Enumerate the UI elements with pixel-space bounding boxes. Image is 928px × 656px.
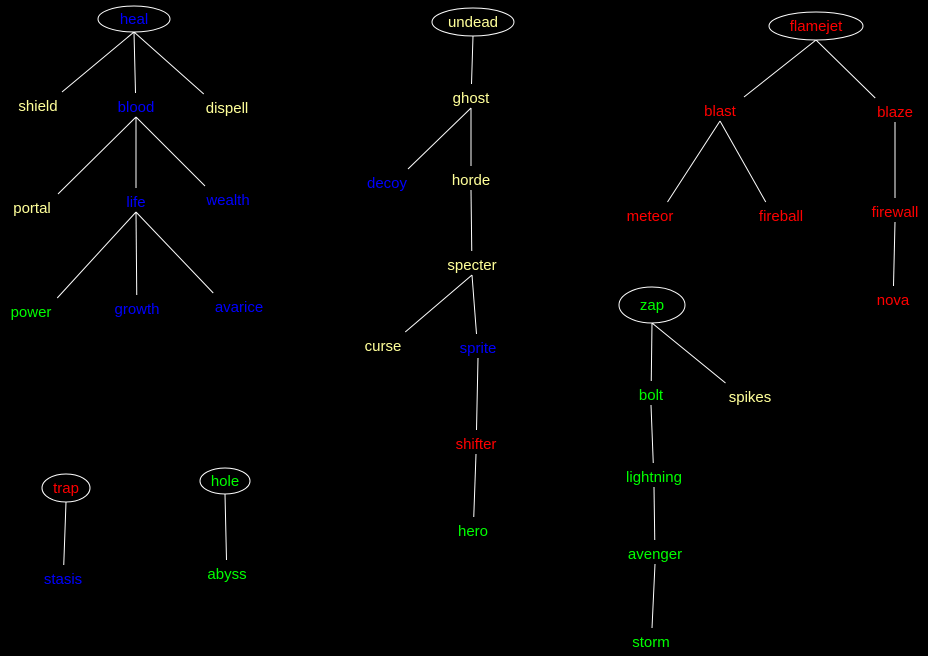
- node-nova: nova: [877, 292, 910, 309]
- node-flamejet: flamejet: [790, 18, 843, 35]
- node-life: life: [126, 194, 145, 211]
- edge-shifter-hero: [473, 453, 477, 518]
- edge-undead-ghost: [471, 35, 474, 85]
- edge-life-avarice: [135, 211, 214, 294]
- root-ellipse-zap: [618, 286, 686, 324]
- node-storm: storm: [632, 634, 670, 651]
- node-meteor: meteor: [627, 208, 674, 225]
- edge-life-power: [56, 211, 137, 299]
- edge-heal-shield: [61, 31, 135, 93]
- node-undead: undead: [448, 14, 498, 31]
- node-hole: hole: [211, 473, 239, 490]
- edge-trap-stasis: [63, 501, 67, 566]
- root-ellipse-undead: [431, 7, 515, 37]
- edge-heal-blood: [133, 31, 136, 94]
- node-blood: blood: [118, 99, 155, 116]
- root-ellipse-hole: [199, 467, 251, 495]
- root-ellipse-flamejet: [768, 11, 864, 41]
- node-abyss: abyss: [207, 566, 246, 583]
- node-ghost: ghost: [453, 90, 491, 107]
- edge-lightning-avenger: [653, 486, 656, 541]
- node-curse: curse: [365, 338, 402, 355]
- edge-heal-dispell: [133, 31, 205, 95]
- edge-hole-abyss: [224, 493, 227, 561]
- edge-blast-fireball: [719, 120, 767, 203]
- root-ellipse-heal: [97, 5, 171, 33]
- node-power: power: [11, 304, 52, 321]
- node-shield: shield: [18, 98, 57, 115]
- edge-blood-wealth: [135, 116, 206, 187]
- node-bolt: bolt: [639, 387, 664, 404]
- edge-specter-sprite: [471, 274, 477, 335]
- node-decoy: decoy: [367, 175, 408, 192]
- node-avarice: avarice: [215, 299, 263, 316]
- edge-ghost-decoy: [407, 107, 472, 170]
- edge-specter-curse: [404, 274, 473, 333]
- edge-flamejet-blast: [743, 39, 817, 98]
- node-growth: growth: [114, 301, 159, 318]
- edge-flamejet-blaze: [815, 39, 876, 99]
- node-firewall: firewall: [872, 204, 919, 221]
- node-hero: hero: [458, 523, 488, 540]
- node-zap: zap: [640, 297, 664, 314]
- node-blaze: blaze: [877, 104, 913, 121]
- edge-zap-spikes: [651, 322, 726, 384]
- edge-life-growth: [135, 211, 138, 296]
- node-trap: trap: [53, 480, 79, 497]
- edge-zap-bolt: [650, 322, 653, 382]
- node-dispell: dispell: [206, 100, 249, 117]
- edge-blood-portal: [57, 116, 137, 195]
- node-wealth: wealth: [205, 192, 249, 209]
- edge-avenger-storm: [651, 563, 656, 629]
- node-horde: horde: [452, 172, 490, 189]
- edge-bolt-lightning: [650, 404, 654, 464]
- node-shifter: shifter: [456, 436, 497, 453]
- node-avenger: avenger: [628, 546, 682, 563]
- edge-blast-meteor: [667, 120, 721, 203]
- node-portal: portal: [13, 200, 51, 217]
- node-sprite: sprite: [460, 340, 497, 357]
- node-spikes: spikes: [729, 389, 772, 406]
- node-blast: blast: [704, 103, 737, 120]
- edge-horde-specter: [470, 189, 473, 252]
- edge-firewall-nova: [893, 221, 896, 287]
- root-ellipse-trap: [41, 473, 91, 503]
- edge-sprite-shifter: [476, 357, 479, 431]
- node-heal: heal: [120, 11, 148, 28]
- node-specter: specter: [447, 257, 496, 274]
- node-lightning: lightning: [626, 469, 682, 486]
- node-stasis: stasis: [44, 571, 82, 588]
- node-fireball: fireball: [759, 208, 803, 225]
